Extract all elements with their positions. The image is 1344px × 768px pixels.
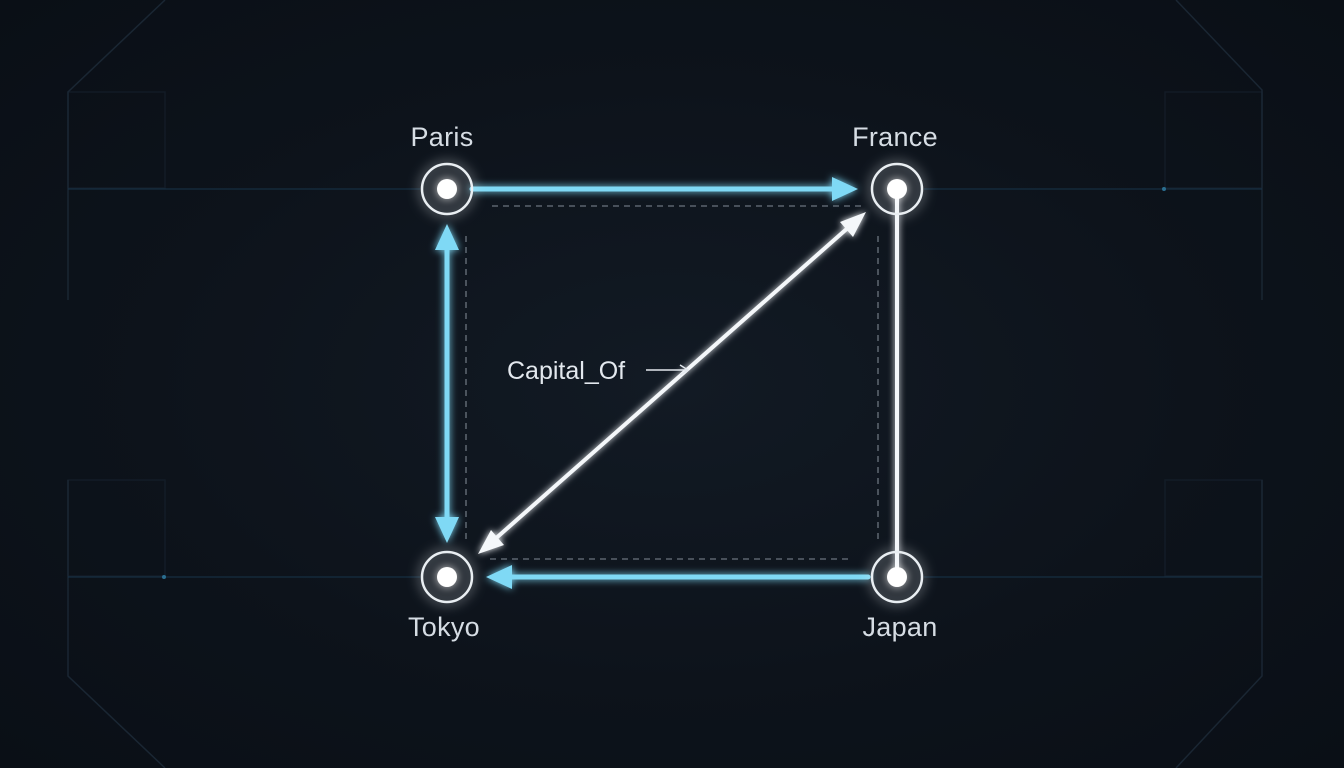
node-core bbox=[887, 179, 907, 199]
node-ring bbox=[420, 550, 474, 604]
node-tokyo[interactable] bbox=[420, 550, 474, 604]
node-ring bbox=[870, 162, 924, 216]
white-edges bbox=[478, 194, 899, 572]
guide-dot-right bbox=[1162, 187, 1166, 191]
arrowhead-france-icon bbox=[832, 177, 858, 201]
node-france[interactable] bbox=[870, 162, 924, 216]
frame-corner-bottom-left bbox=[67, 480, 166, 768]
node-label-france: France bbox=[852, 122, 938, 152]
frame-corner-bottom-right bbox=[1175, 480, 1263, 768]
frame-panel-top-right bbox=[1164, 91, 1263, 189]
frame-corner-top-left bbox=[67, 0, 166, 300]
edge-label-capital-of: Capital_Of bbox=[507, 357, 625, 385]
node-core bbox=[437, 179, 457, 199]
node-label-paris: Paris bbox=[410, 122, 473, 152]
frame-panel-bottom-left bbox=[67, 479, 166, 577]
guide-dot-left bbox=[162, 575, 166, 579]
node-ring bbox=[420, 162, 474, 216]
frame-corner-top-right bbox=[1175, 0, 1263, 300]
cyan-edges bbox=[435, 177, 871, 589]
edge-label-group: Capital_Of bbox=[507, 357, 690, 385]
node-ring bbox=[870, 550, 924, 604]
node-core bbox=[437, 567, 457, 587]
arrowhead-paris-icon bbox=[435, 224, 459, 250]
edge-tokyo-france bbox=[492, 224, 852, 542]
arrowhead-tokyo-diagonal-icon bbox=[478, 530, 504, 554]
node-label-tokyo: Tokyo bbox=[408, 612, 480, 642]
arrowhead-tokyo-icon bbox=[435, 517, 459, 543]
node-core bbox=[887, 567, 907, 587]
node-japan[interactable] bbox=[870, 550, 924, 604]
frame-panel-bottom-right bbox=[1164, 479, 1263, 577]
edge-label-pointer-arrow-icon bbox=[679, 364, 690, 376]
background-frame bbox=[67, 0, 1263, 768]
frame-panel-top-left bbox=[67, 91, 166, 189]
dashed-guides bbox=[465, 205, 879, 560]
node-paris[interactable] bbox=[420, 162, 474, 216]
arrowhead-tokyo-left-icon bbox=[486, 565, 512, 589]
arrowhead-france-diagonal-icon bbox=[840, 212, 866, 237]
node-label-japan: Japan bbox=[862, 612, 937, 642]
